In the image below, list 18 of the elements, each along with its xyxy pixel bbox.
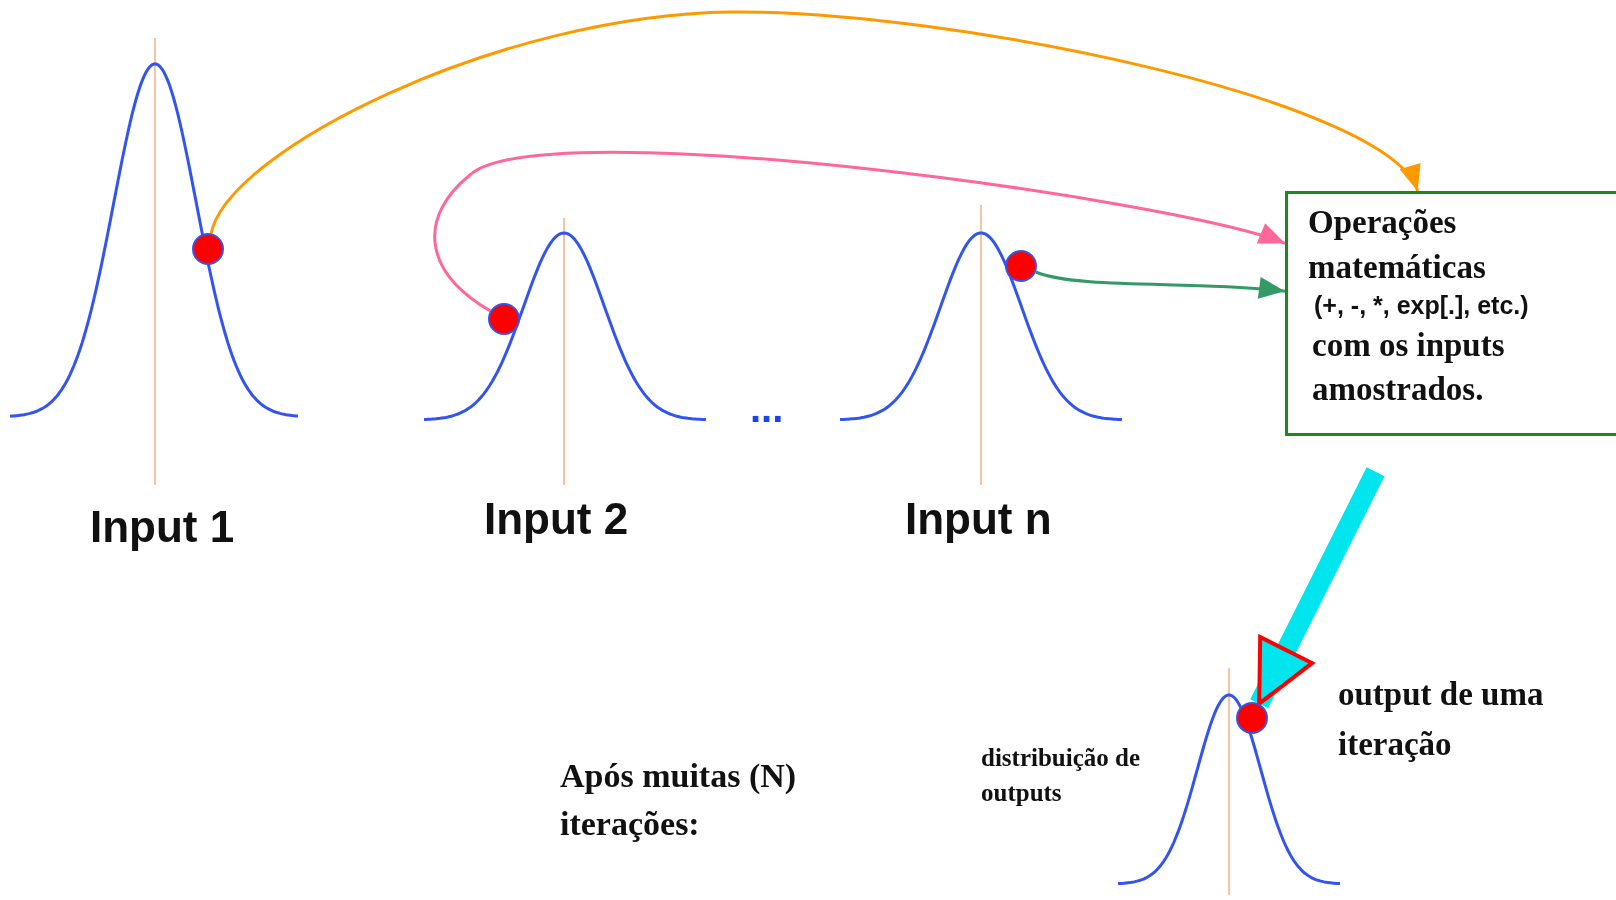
input-label: Input 1: [90, 501, 235, 553]
arrow: [209, 10, 1419, 234]
input-label: Input 2: [484, 493, 629, 545]
block-arrow: [1250, 467, 1385, 709]
process-box: [1285, 191, 1616, 436]
arrow: [1035, 270, 1286, 300]
box-text: Operações matemáticas: [1308, 203, 1487, 287]
input-label: Input n: [905, 493, 1052, 545]
caption-text: output de uma iteração: [1338, 675, 1545, 764]
box-text: (+, -, *, exp[.], etc.): [1314, 290, 1530, 322]
arrow: [433, 150, 1286, 313]
ellipsis: ...: [750, 385, 784, 432]
sample-point: [192, 233, 224, 265]
sample-point: [488, 303, 520, 335]
axis-caption: distribuição de outputs: [981, 743, 1141, 808]
sample-point: [1005, 250, 1037, 282]
box-text: com os inputs amostrados.: [1312, 325, 1506, 410]
note-text: Após muitas (N) iterações:: [560, 756, 798, 844]
